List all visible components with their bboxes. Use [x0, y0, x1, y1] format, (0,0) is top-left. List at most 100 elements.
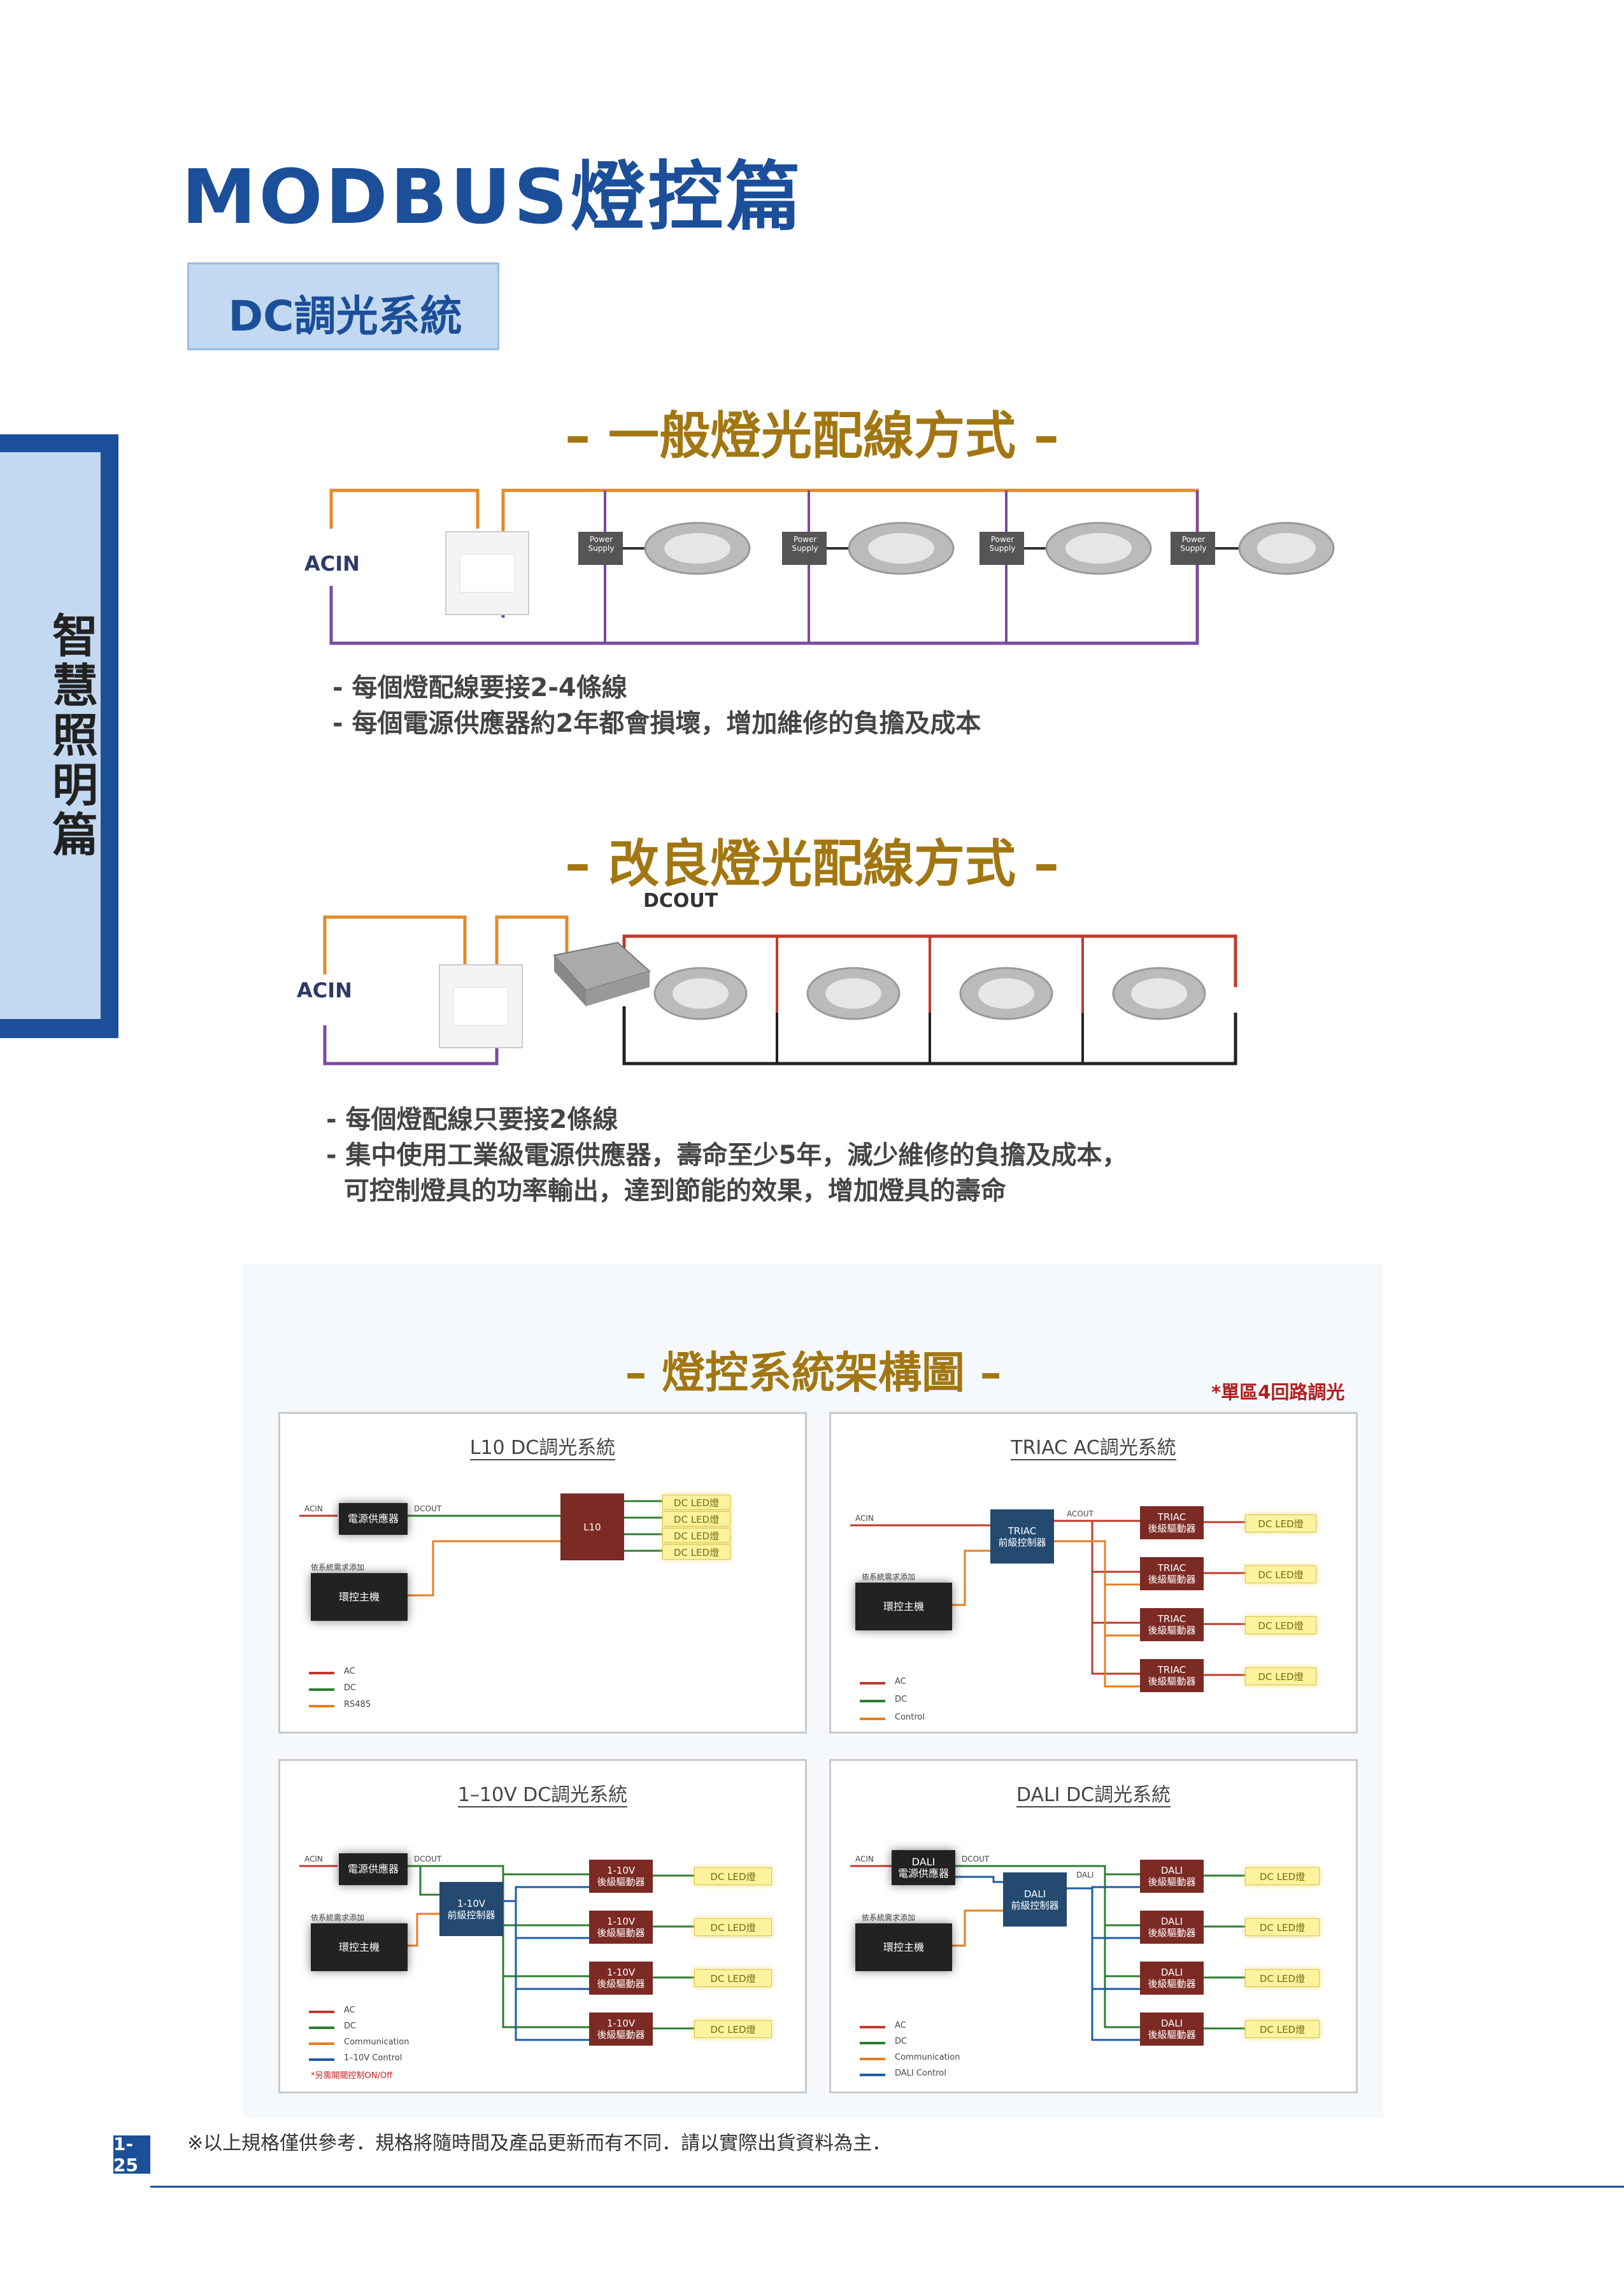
architecture-title: – 燈控系統架構圖 – — [625, 1348, 1002, 1399]
footnote-on-off: *另需開關控制ON/Off — [311, 2071, 393, 2081]
spotlight-group — [653, 967, 1206, 1020]
section1-wiring-diagram — [329, 488, 1335, 645]
triac-driver: TRIAC 後級驅動器 — [1140, 1506, 1204, 1539]
legend-ac: AC — [895, 1677, 906, 1686]
host-note: 依系統需求添加 — [862, 1913, 916, 1922]
section2-dcout-label: DCOUT — [643, 890, 718, 912]
power-supply-label: Power Supply — [989, 535, 1016, 553]
dali-label: DALI — [1076, 1870, 1094, 1879]
section2-acin-label: ACIN — [297, 978, 352, 1002]
dali-front-controller: DALI 前級控制器 — [1003, 1872, 1067, 1927]
footer-disclaimer: ※以上規格僅供參考．規格將隨時間及產品更新而有不同．請以實際出貨資料為主． — [187, 2132, 892, 2155]
legend-dc: DC — [344, 1683, 357, 1693]
footer-divider — [150, 2186, 1624, 2188]
section1-acin-label: ACIN — [304, 552, 360, 576]
dc-led-lamp: DC LED燈 — [662, 1544, 730, 1560]
dali-power-supply-block: DALI 電源供應器 — [892, 1850, 955, 1885]
dc-led-lamp: DC LED燈 — [1245, 1565, 1316, 1583]
dcout-label: DCOUT — [414, 1504, 442, 1513]
host-controller: 環控主機 — [311, 1923, 408, 1971]
legend-dc: DC — [895, 2037, 908, 2046]
section2-wiring-diagram — [323, 915, 1237, 1065]
section2-note: - 集中使用工業級電源供應器，壽命至少5年，減少維修的負擔及成本， — [326, 1141, 1128, 1170]
triac-driver: TRIAC 後級驅動器 — [1140, 1659, 1204, 1692]
dc-led-lamp: DC LED燈 — [694, 1918, 772, 1936]
dc-led-lamp: DC LED燈 — [1245, 2020, 1320, 2038]
acout-label: ACOUT — [1067, 1509, 1093, 1518]
1-10v-driver: 1-10V 後級驅動器 — [589, 1962, 653, 1995]
panel-1-10v: 1–10V DC調光系統 ACIN 電源供應器 DCOUT 依系統需求添加 環控… — [278, 1759, 807, 2093]
panel-dali-title: DALI DC調光系統 — [1016, 1784, 1171, 1807]
dc-led-lamp: DC LED燈 — [1245, 1918, 1320, 1936]
dc-led-lamp: DC LED燈 — [1245, 1514, 1316, 1532]
legend-ac-line — [860, 1682, 885, 1685]
host-controller: 環控主機 — [855, 1583, 952, 1630]
legend-rs485-line — [309, 1705, 334, 1707]
dc-led-lamp: DC LED燈 — [1245, 1667, 1316, 1685]
dc-led-lamp: DC LED燈 — [662, 1511, 730, 1527]
legend-dc-line — [309, 2027, 334, 2029]
panel-l10-wiring — [299, 1500, 662, 1597]
dc-led-lamp: DC LED燈 — [694, 1867, 772, 1885]
panel-l10-title: L10 DC調光系統 — [469, 1437, 616, 1460]
power-supply-block: 電源供應器 — [339, 1853, 408, 1885]
dali-driver: DALI 後級驅動器 — [1140, 1962, 1204, 1995]
dc-led-lamp: DC LED燈 — [694, 1969, 772, 1987]
panel-1-10v-title: 1–10V DC調光系統 — [457, 1784, 628, 1807]
dc-led-lamp: DC LED燈 — [662, 1528, 730, 1543]
section1-note: - 每個燈配線要接2-4條線 — [332, 673, 627, 702]
architecture-note: *單區4回路調光 — [1211, 1381, 1345, 1403]
power-supply-group — [578, 532, 1245, 565]
side-tab-inner — [0, 452, 101, 1019]
architecture-panel: – 燈控系統架構圖 – *單區4回路調光 L10 DC調光系統 ACIN 電源供… — [243, 1264, 1383, 2118]
host-note: 依系統需求添加 — [862, 1572, 916, 1581]
acin-label: ACIN — [304, 1855, 323, 1863]
legend-dc: DC — [895, 1695, 908, 1704]
panel-dali-wiring — [850, 1865, 1245, 2041]
dali-driver: DALI 後級驅動器 — [1140, 1911, 1204, 1944]
triac-front-controller: TRIAC 前級控制器 — [990, 1509, 1054, 1564]
legend-communication-line — [309, 2042, 334, 2045]
host-note: 依系統需求添加 — [311, 1913, 365, 1922]
legend-ac: AC — [344, 1667, 355, 1676]
legend-communication: Communication — [344, 2037, 410, 2047]
dc-led-lamp: DC LED燈 — [694, 2020, 772, 2038]
1-10v-driver: 1-10V 後級驅動器 — [589, 1860, 653, 1893]
legend-ac: AC — [895, 2021, 906, 2030]
acin-label: ACIN — [855, 1514, 874, 1523]
subtitle-box: DC調光系統 — [187, 262, 499, 350]
dc-led-lamp: DC LED燈 — [1245, 1969, 1320, 1987]
legend-ac: AC — [344, 2006, 355, 2015]
subtitle: DC調光系統 — [228, 292, 462, 341]
legend-communication: Communication — [895, 2053, 960, 2062]
legend-ac-line — [309, 1672, 334, 1674]
host-controller: 環控主機 — [855, 1923, 952, 1971]
panel-triac: TRIAC AC調光系統 ACIN ACOUT TRIAC 前級控制器 依系統需… — [829, 1412, 1358, 1734]
panel-triac-wiring — [850, 1520, 1245, 1688]
legend-1-10v-control-line — [309, 2058, 334, 2061]
legend-ac-line — [860, 2026, 885, 2028]
section2-note: - 每個燈配線只要接2條線 — [326, 1105, 618, 1134]
legend-rs485: RS485 — [344, 1700, 371, 1709]
legend-dali-control: DALI Control — [895, 2069, 946, 2078]
spotlight-group — [644, 522, 1335, 575]
host-note: 依系統需求添加 — [311, 1563, 365, 1572]
1-10v-front-controller: 1-10V 前級控制器 — [439, 1882, 503, 1936]
host-controller: 環控主機 — [311, 1573, 408, 1621]
triac-driver: TRIAC 後級驅動器 — [1140, 1608, 1204, 1641]
legend-dc-line — [860, 1700, 885, 1702]
power-supply-label: Power Supply — [1180, 535, 1207, 553]
acin-label: ACIN — [304, 1504, 323, 1513]
1-10v-driver: 1-10V 後級驅動器 — [589, 1911, 653, 1944]
power-supply-label: Power Supply — [792, 535, 818, 553]
dcout-label: DCOUT — [962, 1855, 990, 1863]
legend-ac-line — [309, 2011, 334, 2013]
panel-dali: DALI DC調光系統 ACIN DALI 電源供應器 DCOUT DALI 依… — [829, 1759, 1358, 2093]
dc-led-lamp: DC LED燈 — [1245, 1867, 1320, 1885]
power-supply-label: Power Supply — [588, 535, 615, 553]
legend-dc: DC — [344, 2021, 357, 2031]
page-title: MODBUS燈控篇 — [182, 153, 804, 241]
l10-controller: L10 — [560, 1493, 624, 1560]
side-tab-label: 智慧照明篇 — [52, 609, 99, 862]
legend-dc-line — [860, 2042, 885, 2044]
